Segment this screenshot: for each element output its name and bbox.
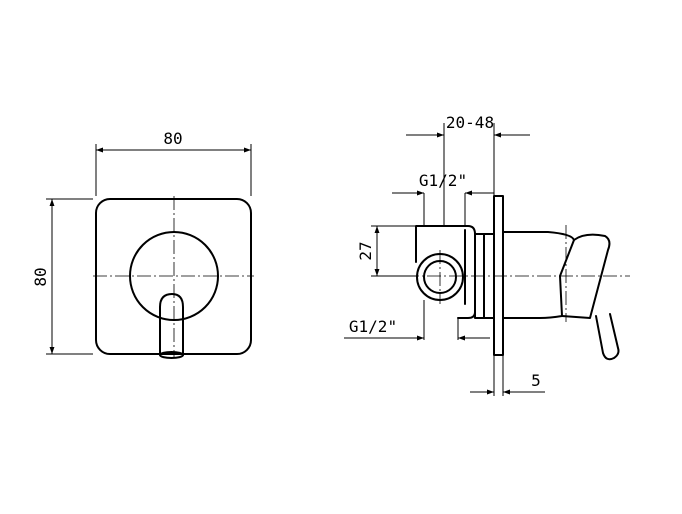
inlet-thread-label: G1/2" [419, 171, 467, 190]
depth-range-label: 20-48 [446, 113, 494, 132]
cover-plate-outline [95, 198, 252, 355]
handle-lever-stem [595, 313, 620, 361]
lever-handle [159, 293, 184, 356]
handle-lever [561, 233, 611, 319]
offset-label: 27 [356, 241, 375, 260]
plate-thickness-label: 5 [531, 371, 541, 390]
handle-rosette [129, 231, 219, 321]
outlet-thread-label: G1/2" [349, 317, 397, 336]
wall-plate [493, 195, 504, 356]
front-width-label: 80 [163, 129, 182, 148]
lever-handle-tip [159, 351, 184, 359]
front-view: 80 80 [31, 129, 254, 359]
side-view: 20-48 G1/2" 27 G1/2" 5 [344, 113, 630, 396]
handle-body [502, 231, 575, 319]
front-height-label: 80 [31, 267, 50, 286]
